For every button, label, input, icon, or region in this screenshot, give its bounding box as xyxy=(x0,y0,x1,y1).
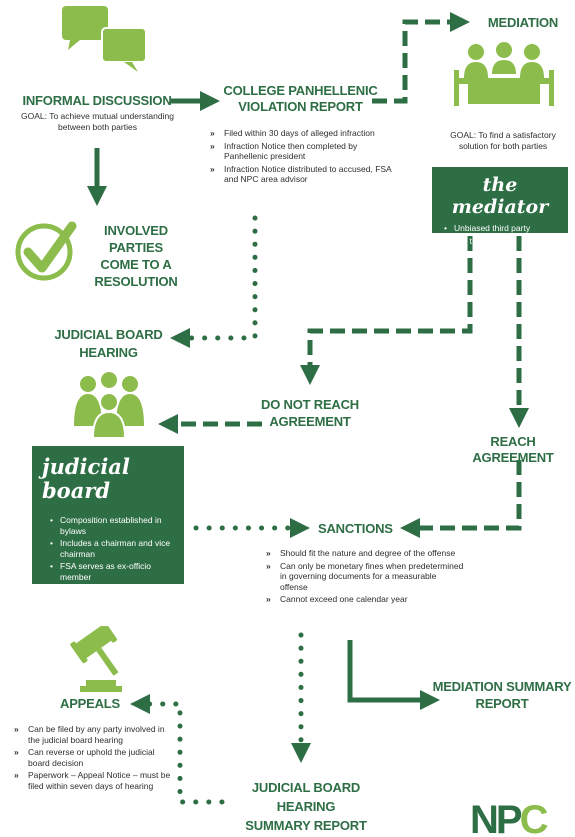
violation-report-title: COLLEGE PANHELLENIC VIOLATION REPORT xyxy=(218,83,383,115)
judicial-hearing-line-1: JUDICIAL BOARD xyxy=(54,327,163,342)
reach-agreement-title: REACH AGREEMENT xyxy=(472,434,554,465)
hearing-summary-line-2: SUMMARY REPORT xyxy=(245,818,367,833)
violation-report-item: Infraction Notice distributed to accused… xyxy=(210,164,400,185)
judicial-board-box: judicial board Composition established i… xyxy=(32,446,184,584)
judicial-board-heading: judicial board xyxy=(42,454,130,503)
informal-discussion-goal: GOAL: To achieve mutual understanding be… xyxy=(21,111,174,132)
violation-report-list: Filed within 30 days of alleged infracti… xyxy=(210,128,400,187)
appeals-item: Can reverse or uphold the judicial board… xyxy=(14,747,172,768)
sanctions-item: Can only be monetary fines when predeter… xyxy=(266,561,466,593)
mediator-item: Not the FSA xyxy=(442,236,568,247)
judicial-board-list: Composition established in bylaws Includ… xyxy=(48,515,176,582)
sanctions-title: SANCTIONS xyxy=(318,521,393,536)
informal-discussion-title: INFORMAL DISCUSSION xyxy=(22,93,172,108)
hearing-summary-line-1: JUDICIAL BOARD HEARING xyxy=(251,780,361,814)
mediator-list: Unbiased third party Not the FSA xyxy=(442,223,568,246)
violation-report-line-2: VIOLATION REPORT xyxy=(238,99,363,114)
judicial-board-item: Includes a chairman and vice chairman xyxy=(48,538,176,559)
resolution-title: INVOLVED PARTIES COME TO A RESOLUTION xyxy=(76,222,196,290)
appeals-item: Paperwork – Appeal Notice – must be file… xyxy=(14,770,172,791)
no-agreement-line-1: DO NOT REACH xyxy=(261,397,359,412)
judicial-hearing-line-2: HEARING xyxy=(79,345,138,360)
dotted-hearing-summary-to-appeals xyxy=(130,694,225,805)
meeting-table-icon xyxy=(454,42,554,106)
chat-bubbles-icon xyxy=(62,6,147,72)
violation-report-item: Filed within 30 days of alleged infracti… xyxy=(210,128,400,139)
arrow-mediation-to-no-agreement xyxy=(300,236,473,385)
arrow-reach-agreement-to-sanctions xyxy=(400,460,522,538)
sanctions-list: Should fit the nature and degree of the … xyxy=(266,548,466,607)
sanctions-item: Cannot exceed one calendar year xyxy=(266,594,466,605)
judicial-board-item: FSA serves as ex-officio member xyxy=(48,561,176,582)
npc-logo: NPC xyxy=(470,800,548,837)
sanctions-item: Should fit the nature and degree of the … xyxy=(266,548,466,559)
violation-report-line-1: COLLEGE PANHELLENIC xyxy=(223,83,378,98)
arrow-report-to-mediation xyxy=(372,12,470,104)
violation-report-item: Infraction Notice then completed by Panh… xyxy=(210,141,400,162)
resolution-line-3: RESOLUTION xyxy=(94,274,178,289)
gavel-icon xyxy=(70,626,122,692)
appeals-item: Can be filed by any party involved in th… xyxy=(14,724,172,745)
mediator-heading: the mediator xyxy=(451,174,549,218)
no-agreement-title: DO NOT REACH AGREEMENT xyxy=(258,396,362,430)
group-people-icon xyxy=(74,372,144,438)
arrow-sanctions-to-mediation-summary xyxy=(347,640,440,710)
mediation-goal: GOAL: To find a satisfactory solution fo… xyxy=(450,130,556,151)
judicial-board-item: Composition established in bylaws xyxy=(48,515,176,536)
mediation-summary-line-1: MEDIATION SUMMARY xyxy=(432,679,572,694)
mediation-summary-title: MEDIATION SUMMARY REPORT xyxy=(432,678,572,712)
checkmark-icon xyxy=(15,221,77,281)
hearing-summary-title: JUDICIAL BOARD HEARING SUMMARY REPORT xyxy=(222,778,390,835)
mediation-title: MEDIATION xyxy=(487,15,559,30)
dotted-report-to-hearing xyxy=(170,215,258,348)
mediator-item: Unbiased third party xyxy=(442,223,568,234)
resolution-line-2: COME TO A xyxy=(100,257,172,272)
appeals-title: APPEALS xyxy=(60,696,121,711)
mediator-box: the mediator Unbiased third party Not th… xyxy=(432,167,568,246)
appeals-list: Can be filed by any party involved in th… xyxy=(14,724,172,793)
mediation-summary-line-2: REPORT xyxy=(475,696,529,711)
no-agreement-line-2: AGREEMENT xyxy=(269,414,351,429)
judicial-hearing-title: JUDICIAL BOARD HEARING xyxy=(46,326,171,362)
resolution-line-1: INVOLVED PARTIES xyxy=(104,223,168,255)
